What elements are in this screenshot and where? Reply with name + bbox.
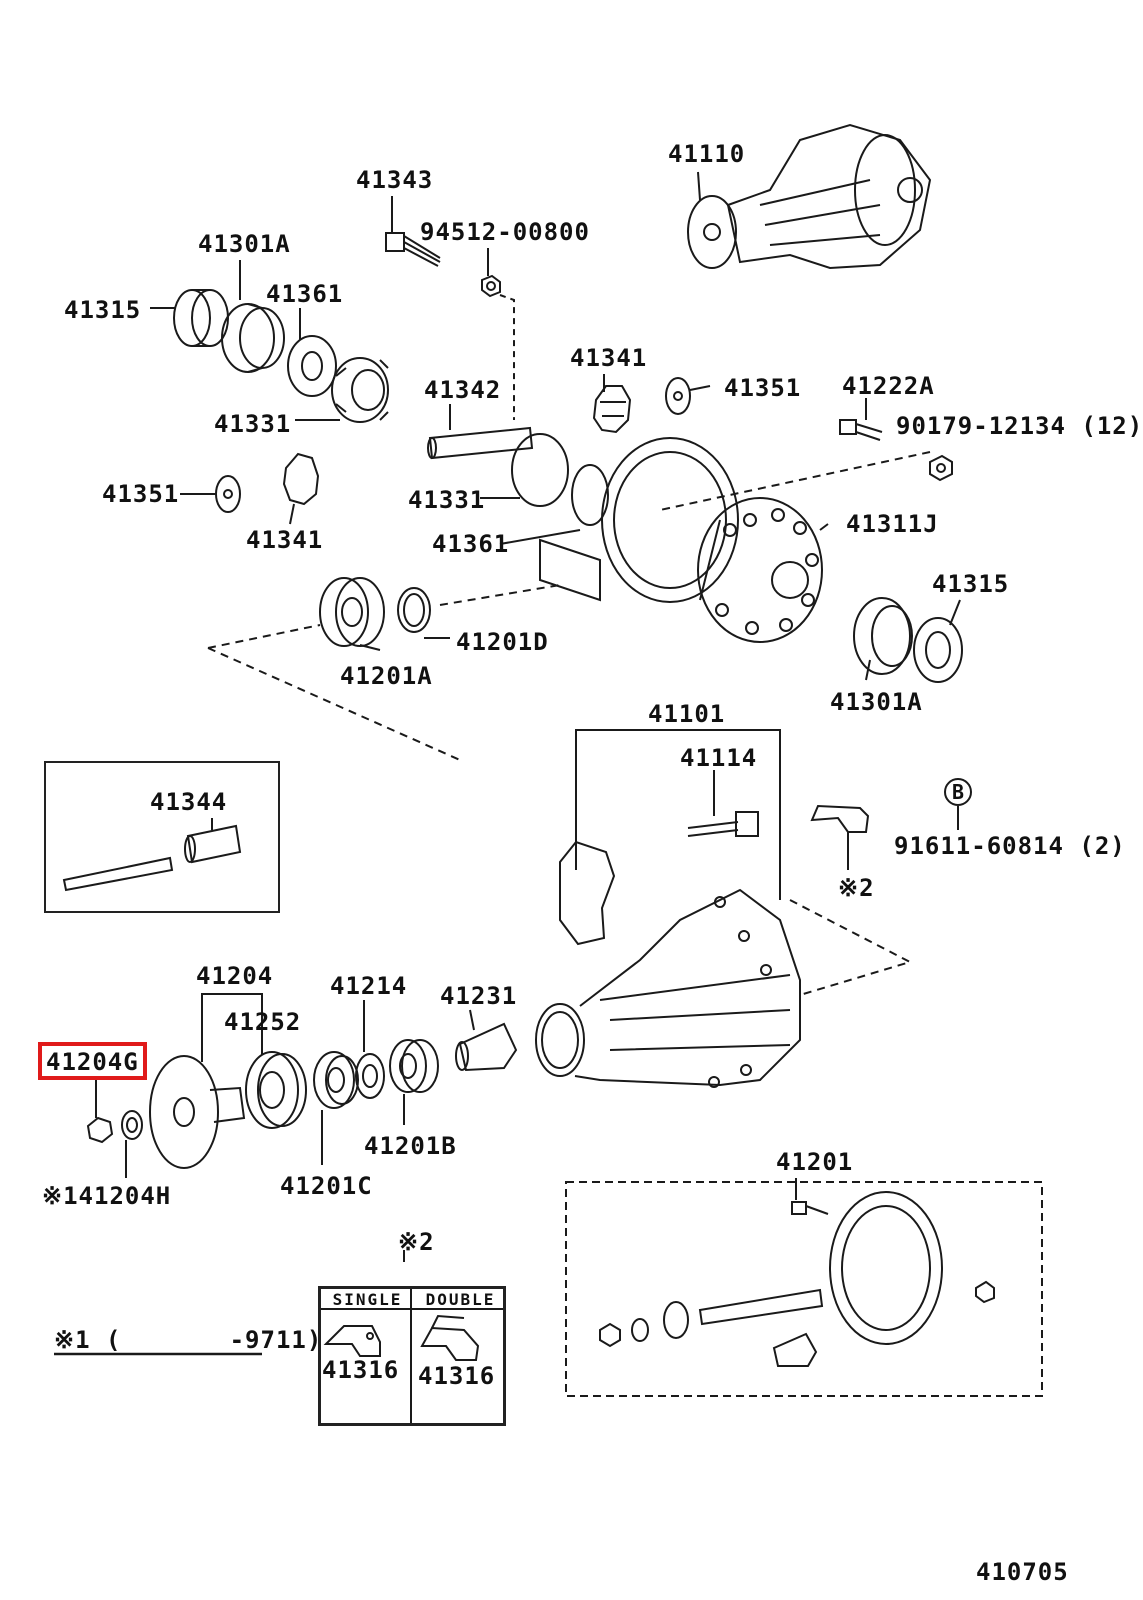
bracket-41101-line bbox=[575, 729, 781, 900]
label-41331-mid: 41331 bbox=[408, 486, 486, 514]
label-41341-left: 41341 bbox=[246, 526, 324, 554]
table-header-single: SINGLE bbox=[332, 1290, 403, 1309]
slinger-41214-drawing bbox=[355, 1053, 385, 1099]
label-41201a: 41201A bbox=[340, 662, 433, 690]
label-41301a-top: 41301A bbox=[198, 230, 291, 258]
bearing-41201c-drawing bbox=[313, 1051, 359, 1109]
label-41351-top: 41351 bbox=[724, 374, 802, 402]
seal-41252-drawing bbox=[245, 1051, 307, 1129]
label-b-circle: B bbox=[952, 780, 966, 804]
flange-41204-drawing bbox=[149, 1055, 246, 1169]
label-41231: 41231 bbox=[440, 982, 518, 1010]
label-41331-top: 41331 bbox=[214, 410, 292, 438]
label-41315-right: 41315 bbox=[932, 570, 1010, 598]
label-41201d: 41201D bbox=[456, 628, 549, 656]
label-41201b: 41201B bbox=[364, 1132, 457, 1160]
label-note1: ※1 ( -9711) bbox=[54, 1326, 323, 1354]
label-41204: 41204 bbox=[196, 962, 274, 990]
label-41214: 41214 bbox=[330, 972, 408, 1000]
bearing-41201a-drawing bbox=[319, 577, 385, 647]
differential-case-41311j-drawing bbox=[511, 433, 823, 643]
inset-41344-box bbox=[44, 761, 280, 913]
washer-41351-left-drawing bbox=[215, 475, 241, 513]
nut-94512-drawing bbox=[481, 274, 515, 420]
label-41201: 41201 bbox=[776, 1148, 854, 1176]
label-41351-left: 41351 bbox=[102, 480, 180, 508]
figure-number: 410705 bbox=[976, 1558, 1069, 1586]
nut-90179-drawing bbox=[659, 451, 953, 511]
label-41344: 41344 bbox=[150, 788, 228, 816]
carrier-assembly-41110-drawing bbox=[687, 123, 932, 270]
bracket-41204-line bbox=[201, 993, 263, 1062]
label-91611-60814: 91611-60814 (2) bbox=[894, 832, 1126, 860]
label-41110: 41110 bbox=[668, 140, 746, 168]
bolt-41343-drawing bbox=[385, 232, 441, 267]
label-41204g-highlighted[interactable]: 41204G bbox=[38, 1042, 147, 1080]
washer-41361-top-drawing bbox=[287, 335, 337, 397]
gear-41341-top-drawing bbox=[592, 385, 632, 434]
table-grid bbox=[318, 1286, 506, 1426]
label-90179-12134: 90179-12134 (12) bbox=[896, 412, 1143, 440]
bearing-cap-drawing bbox=[559, 840, 616, 946]
label-41101: 41101 bbox=[648, 700, 726, 728]
bracket-type-table: SINGLE DOUBLE bbox=[318, 1286, 506, 1426]
washer-41351-top-drawing bbox=[665, 377, 711, 415]
bolt-41222a-drawing bbox=[839, 419, 883, 441]
table-header-double: DOUBLE bbox=[425, 1290, 496, 1309]
shaft-41344-drawing bbox=[62, 824, 242, 892]
dashed-link-left bbox=[207, 584, 561, 761]
bolt-41114-drawing bbox=[687, 811, 759, 837]
spacer-41231-drawing bbox=[455, 1022, 518, 1072]
bracket-note2-drawing bbox=[810, 778, 972, 870]
leader-lines bbox=[95, 171, 961, 1262]
gear-41331-top-drawing bbox=[331, 357, 389, 423]
kit-41201-contents bbox=[599, 1191, 995, 1367]
label-note2-bracket: ※2 bbox=[838, 874, 875, 902]
bearing-41301a-right-drawing bbox=[853, 597, 963, 683]
label-note2-table: ※2 bbox=[398, 1228, 435, 1256]
label-41311j: 41311J bbox=[846, 510, 939, 538]
label-141204h: ※141204H bbox=[42, 1182, 172, 1210]
label-41341-top: 41341 bbox=[570, 344, 648, 372]
shaft-41342-drawing bbox=[427, 426, 534, 460]
bracket-41316-double-drawing bbox=[420, 1314, 480, 1361]
label-41222a: 41222A bbox=[842, 372, 935, 400]
bearing-41201b-drawing bbox=[389, 1039, 439, 1093]
bearing-41301a-drawing bbox=[173, 289, 285, 373]
label-41315-top: 41315 bbox=[64, 296, 142, 324]
label-41316-double: 41316 bbox=[418, 1362, 496, 1390]
label-41361-top: 41361 bbox=[266, 280, 344, 308]
bracket-41316-single-drawing bbox=[323, 1325, 381, 1357]
gear-41341-left-drawing bbox=[282, 452, 320, 506]
shim-41201d-drawing bbox=[397, 587, 431, 633]
label-94512-00800: 94512-00800 bbox=[420, 218, 590, 246]
washer-141204h-drawing bbox=[121, 1110, 143, 1140]
carrier-housing-41101-drawing bbox=[535, 888, 801, 1088]
label-41316-single: 41316 bbox=[322, 1356, 400, 1384]
label-41342: 41342 bbox=[424, 376, 502, 404]
label-41252: 41252 bbox=[224, 1008, 302, 1036]
diagram-artwork bbox=[54, 123, 1043, 1426]
nut-41204g-drawing bbox=[86, 1116, 114, 1144]
label-41343: 41343 bbox=[356, 166, 434, 194]
label-41361-mid: 41361 bbox=[432, 530, 510, 558]
label-41301a-right: 41301A bbox=[830, 688, 923, 716]
label-41114: 41114 bbox=[680, 744, 758, 772]
label-41201c: 41201C bbox=[280, 1172, 373, 1200]
dashed-link-right bbox=[789, 899, 913, 996]
kit-41201-box bbox=[565, 1181, 1043, 1397]
